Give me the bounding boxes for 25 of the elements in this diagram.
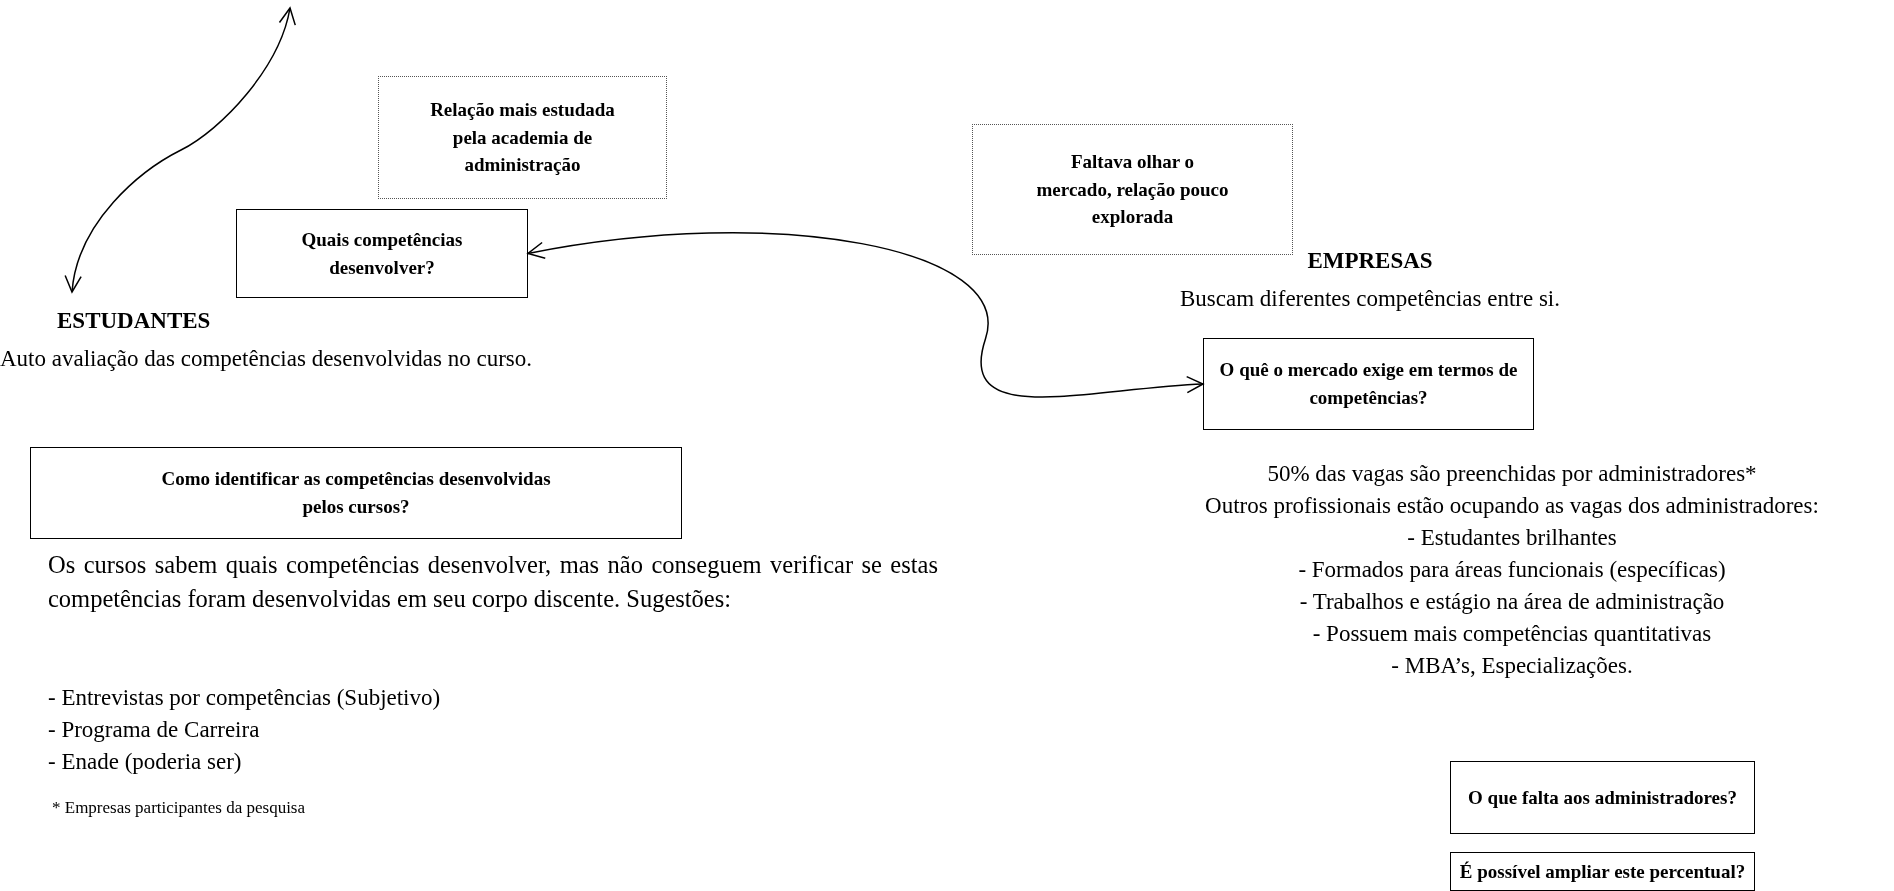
section-description: Buscam diferentes competências entre si. [1179,286,1561,312]
paragraph: Os cursos sabem quais competências desenvolver, mas não conseguem verificar se estas competências foram desenvolvidas em seu corpo discente. Sugestões: [48,550,938,615]
list-item: - MBA’s, Especializações. [1390,652,1634,680]
footnote: * Empresas participantes da pesquisa [52,797,307,819]
section-heading: ESTUDANTES [57,308,211,334]
note-box: Relação mais estudada pela academia de administração [378,76,667,199]
section-heading: EMPRESAS [1307,248,1433,274]
curved-arrow [527,232,1204,398]
list-item: - Programa de Carreira [48,716,261,744]
curved-arrow [65,7,295,293]
list-item: - Enade (poderia ser) [48,748,243,776]
question-box: Quais competências desenvolver? [236,209,528,298]
list-item: - Estudantes brilhantes [1406,524,1618,552]
question-box: O que falta aos administradores? [1450,761,1755,834]
section-description: Auto avaliação das competências desenvolvidas no curso. [0,346,534,372]
list-item: - Possuem mais competências quantitativas [1311,620,1713,648]
question-box: É possível ampliar este percentual? [1450,852,1755,891]
question-box: Como identificar as competências desenvolvidas pelos cursos? [30,447,682,539]
list-item: - Formados para áreas funcionais (específicas) [1297,556,1727,584]
note-box: Faltava olhar o mercado, relação pouco explorada [972,124,1293,255]
list-item: - Entrevistas por competências (Subjetivo) [48,684,442,712]
text-line: 50% das vagas são preenchidas por administradores* [1266,460,1758,488]
question-box: O quê o mercado exige em termos de competências? [1203,338,1534,430]
text-line: Outros profissionais estão ocupando as vagas dos administradores: [1204,492,1820,520]
list-item: - Trabalhos e estágio na área de administração [1298,588,1726,616]
